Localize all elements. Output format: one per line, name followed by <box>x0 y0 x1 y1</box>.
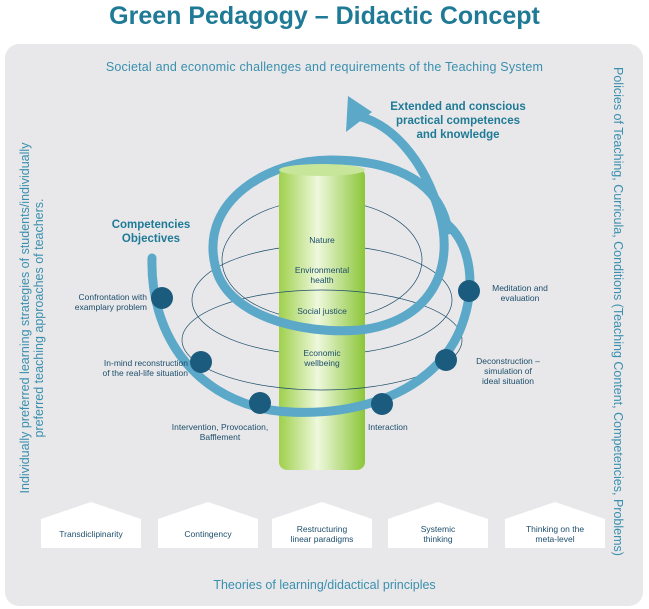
tube-top <box>279 164 365 176</box>
spiral-arrowhead <box>346 96 372 132</box>
meditation-label: Meditation and evaluation <box>492 283 548 303</box>
spiral-loop-front <box>210 110 449 336</box>
deconstruction-label: Deconstruction – simulation of ideal sit… <box>476 356 540 386</box>
tube-social-justice: Social justice <box>297 306 347 316</box>
competencies-objectives-label: Competencies Objectives <box>111 219 191 245</box>
intervention-label: Intervention, Provocation, Bafflement <box>171 422 269 442</box>
principle-box-1 <box>41 502 141 548</box>
principle-boxes <box>41 502 605 548</box>
extended-competences-label: Extended and conscious practical compete… <box>390 101 526 141</box>
principle-box-3 <box>272 502 372 548</box>
principle-transdisciplinarity: Transdiclipinarity <box>59 529 123 539</box>
values-tube <box>279 168 365 470</box>
tube-economic-wellbeing: Economic wellbeing <box>303 348 341 368</box>
mind-reconstruction-label: In-mind reconstruction of the real-life … <box>102 358 188 378</box>
principle-box-2 <box>158 502 258 548</box>
confrontation-label: Confrontation with examplary problem <box>74 292 147 312</box>
principle-box-5 <box>505 502 605 548</box>
principle-contingency: Contingency <box>184 529 232 539</box>
page-title: Green Pedagogy – Didactic Concept <box>109 2 540 30</box>
societal-challenges-label: Societal and economic challenges and req… <box>105 60 544 74</box>
ring-ellipse-3 <box>181 289 463 391</box>
node-meditation <box>458 280 480 302</box>
learning-theories-label: Theories of learning/didactical principl… <box>213 578 436 592</box>
node-mind <box>190 351 212 373</box>
principle-meta-level: Thinking on the meta-level <box>525 524 585 544</box>
node-deconstruction <box>435 349 457 371</box>
tube-environmental-health: Environmental health <box>294 265 350 285</box>
node-intervention <box>249 392 271 414</box>
principle-restructuring: Restructuring linear paradigms <box>290 524 354 544</box>
interaction-label: Interaction <box>368 422 408 432</box>
principle-box-4 <box>388 502 488 548</box>
principle-systemic-thinking: Systemic thinking <box>420 524 456 544</box>
node-interaction <box>371 393 393 415</box>
node-confrontation <box>151 287 173 309</box>
tube-nature: Nature <box>309 235 335 245</box>
